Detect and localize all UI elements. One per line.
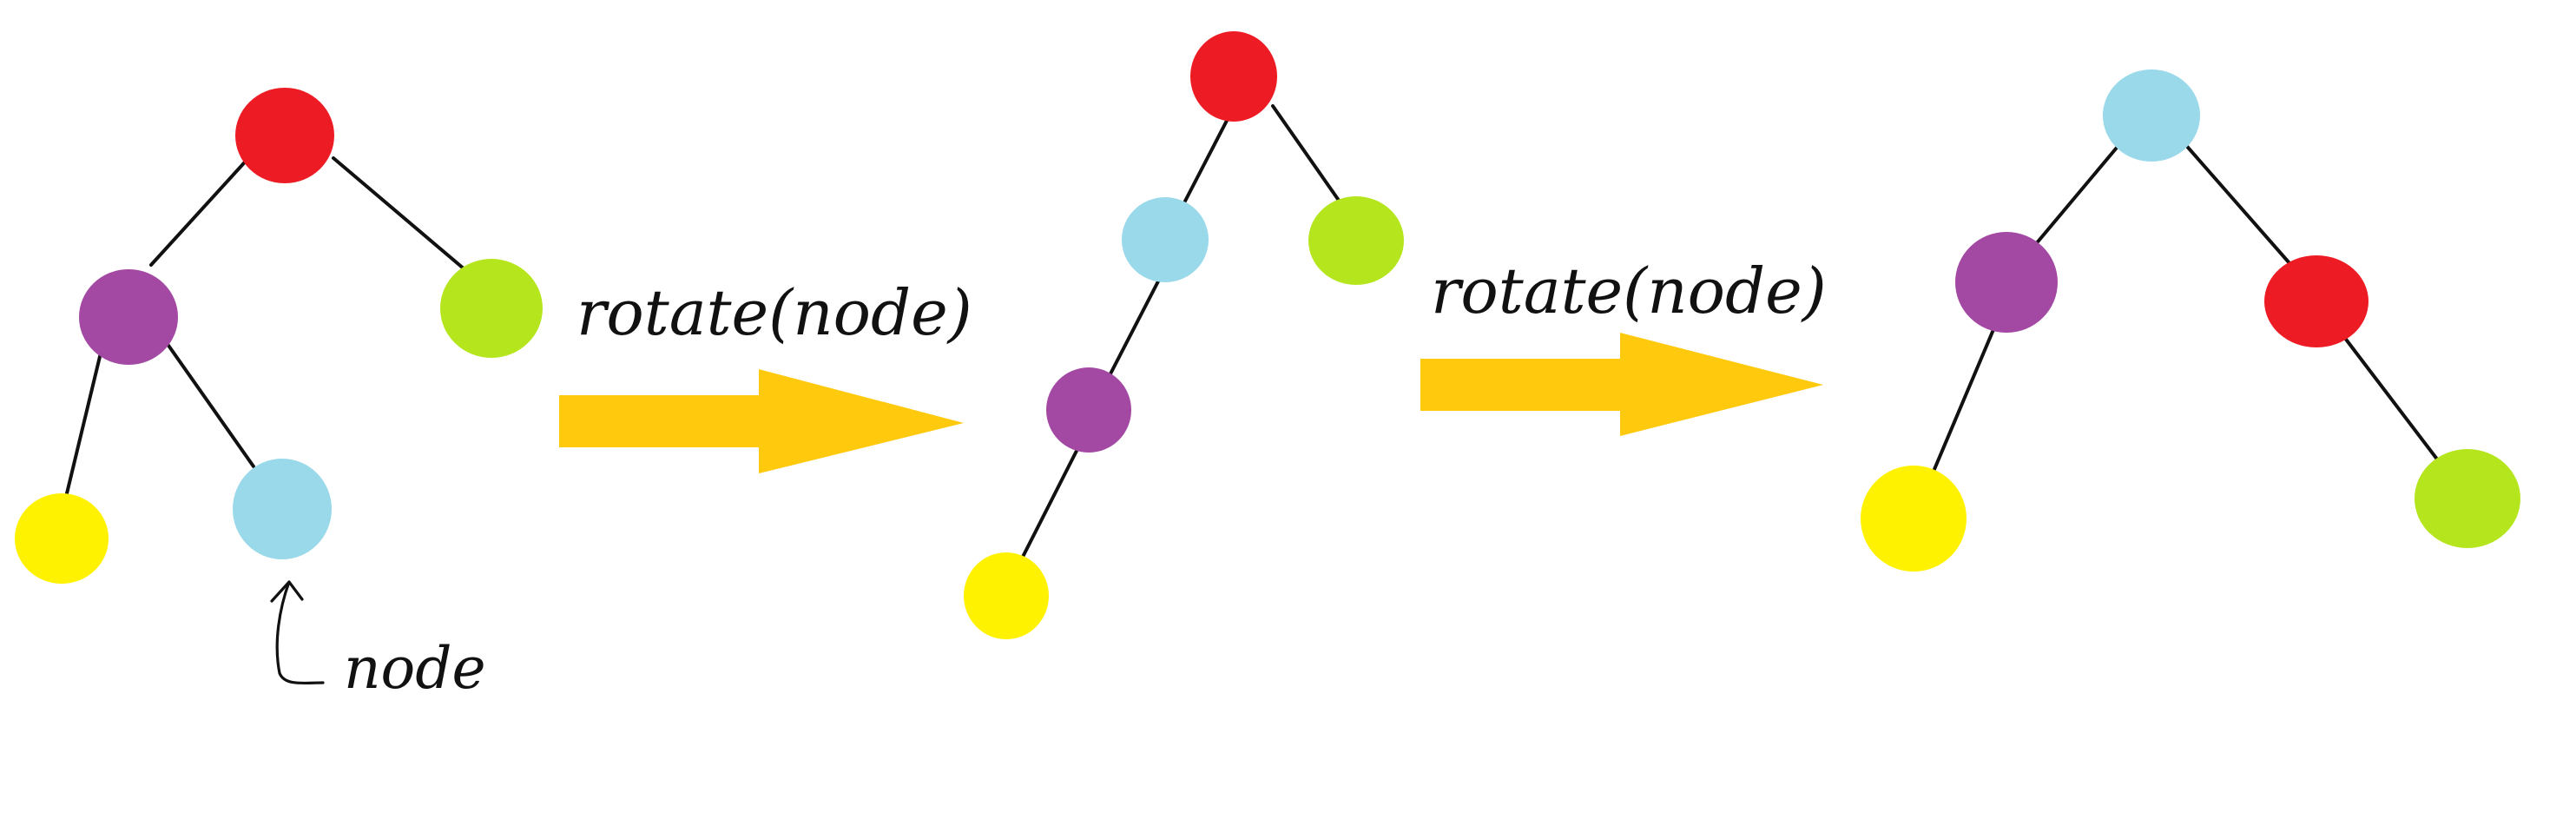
edge-lightblue-purple [2033, 141, 2123, 247]
node-red [1190, 31, 1277, 122]
tree-after-second-edges [1931, 141, 2440, 475]
node-purple [79, 269, 178, 365]
edge-purple-lightblue [163, 339, 255, 468]
tree-after-first-edges [1019, 104, 1343, 562]
node-yellow [964, 552, 1049, 639]
edge-red-green [332, 156, 466, 271]
node-lightblue [1122, 197, 1209, 282]
node-pointer-arrow [270, 580, 325, 685]
node-green [1308, 196, 1404, 285]
edge-purple-yellow [65, 344, 104, 495]
rotation-arrow-2: rotate(node) [1420, 254, 1827, 436]
node-pointer-label: node [344, 635, 486, 702]
edge-red-purple [149, 155, 252, 267]
node-red [2264, 255, 2368, 347]
tree-before: node [15, 88, 543, 702]
node-purple [1046, 367, 1131, 453]
arrow-shape-1 [559, 369, 964, 473]
edge-lightblue-red [2182, 141, 2291, 265]
node-lightblue [233, 459, 332, 559]
edge-purple-yellow [1931, 320, 1999, 475]
node-yellow [15, 493, 109, 584]
edge-lightblue-purple [1104, 276, 1162, 384]
tree-after-second [1861, 69, 2520, 572]
rotation-arrow-1: rotate(node) [559, 276, 972, 473]
arrow-shape-2 [1420, 333, 1823, 436]
node-green [440, 259, 543, 358]
rotate-label-1: rotate(node) [576, 276, 972, 349]
node-yellow [1861, 466, 1967, 572]
node-purple [1955, 232, 2058, 333]
tree-after-first [964, 31, 1404, 639]
edge-red-lightblue [1177, 116, 1230, 215]
tree-before-edges [65, 155, 466, 495]
edge-red-green [1271, 104, 1343, 206]
node-lightblue [2103, 69, 2200, 162]
node-green [2415, 449, 2520, 548]
rotate-label-2: rotate(node) [1431, 254, 1827, 327]
node-red [235, 88, 334, 183]
edge-purple-yellow [1019, 449, 1078, 562]
edge-red-green [2342, 335, 2440, 462]
